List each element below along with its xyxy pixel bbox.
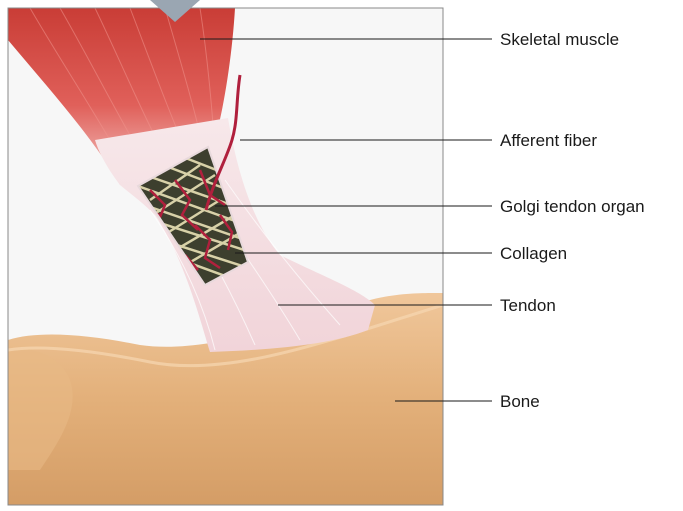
label-bone: Bone [500, 392, 540, 412]
label-afferent-fiber: Afferent fiber [500, 131, 597, 151]
label-skeletal-muscle: Skeletal muscle [500, 30, 619, 50]
label-tendon: Tendon [500, 296, 556, 316]
label-golgi-tendon-organ: Golgi tendon organ [500, 197, 645, 217]
label-collagen: Collagen [500, 244, 567, 264]
